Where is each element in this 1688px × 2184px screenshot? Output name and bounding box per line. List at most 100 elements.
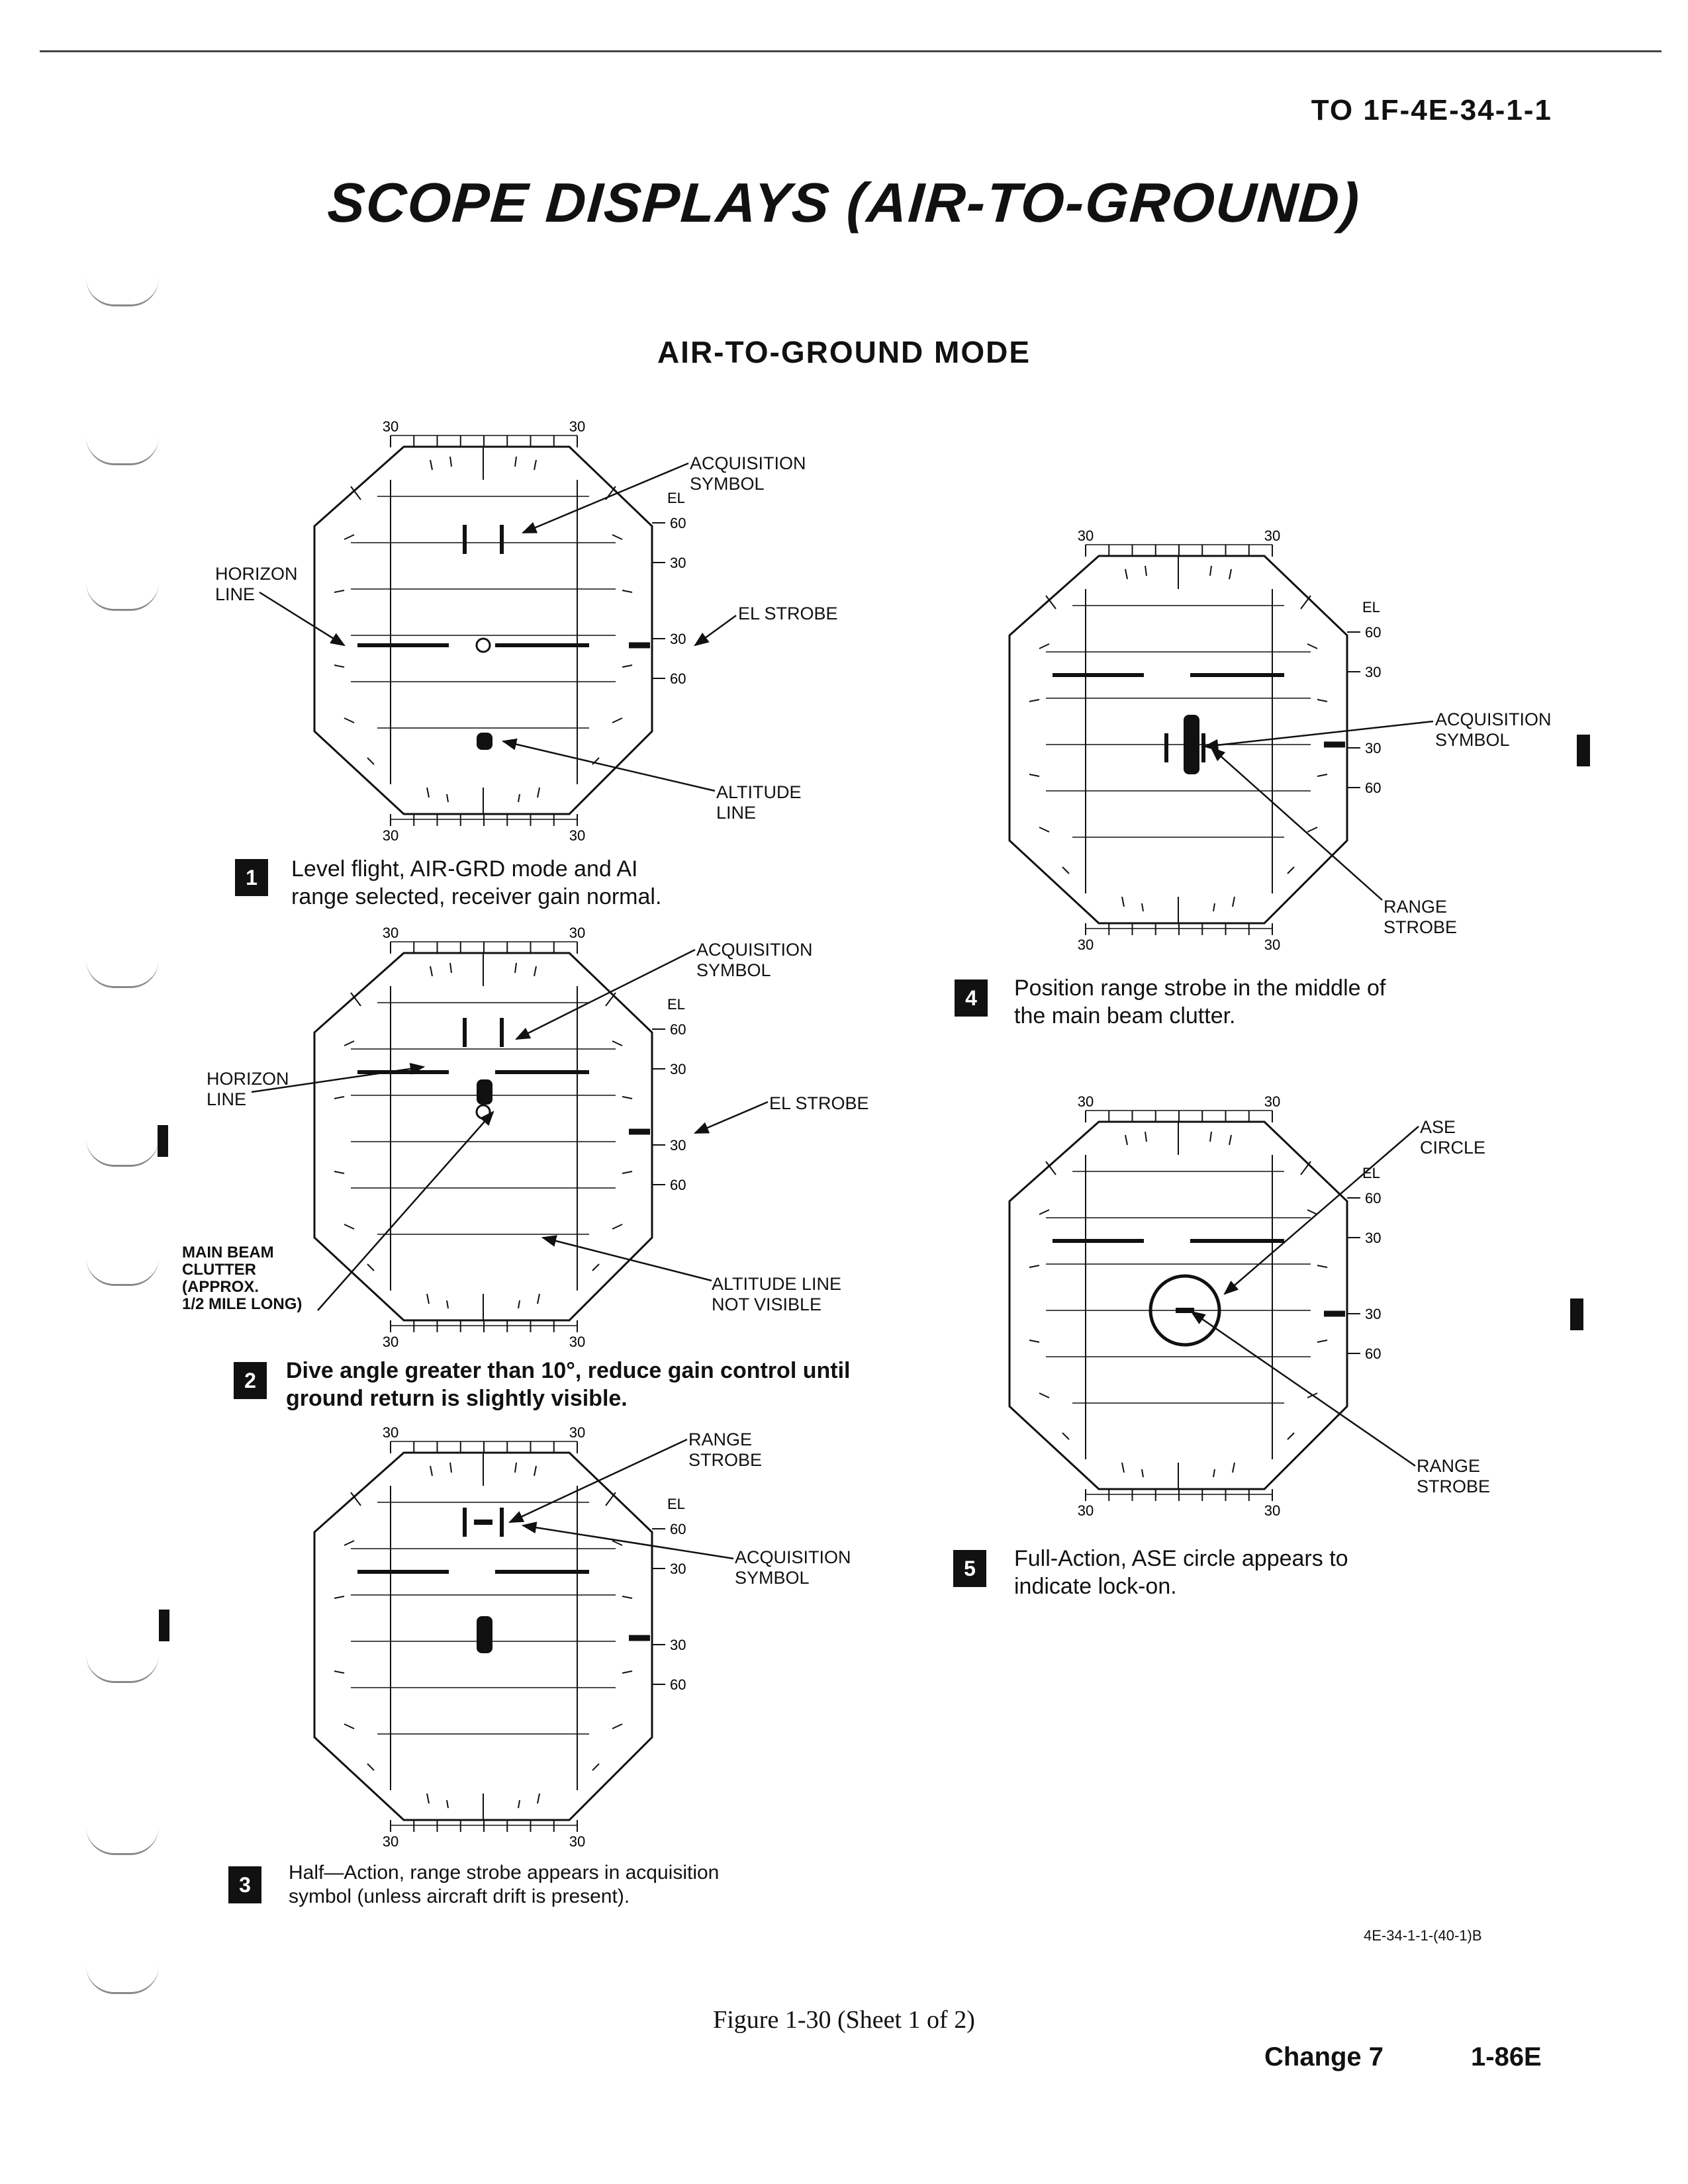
bearing-tick: [1029, 774, 1040, 777]
bearing-tick: [1317, 1265, 1328, 1268]
bearing-tick: [534, 459, 537, 471]
panel-number-badge: 2: [234, 1362, 267, 1399]
bearing-tick: [1213, 1469, 1215, 1478]
el-scale-value: 60: [670, 515, 686, 531]
margin-mark: [86, 1655, 159, 1683]
bearing-tick: [449, 456, 452, 467]
bearing-tick: [518, 1300, 520, 1309]
bearing-tick: [449, 1462, 452, 1473]
target-return: [477, 733, 492, 750]
azimuth-tick-label: 30: [1078, 1502, 1094, 1519]
scope-frame: [1008, 555, 1348, 925]
change-bar: [1577, 735, 1590, 766]
azimuth-tick-label: 30: [569, 925, 585, 941]
azimuth-tick-label: 30: [383, 418, 399, 435]
margin-mark: [86, 960, 159, 988]
el-scale-value: 60: [1365, 1190, 1381, 1206]
callout-el-strobe: EL STROBE: [738, 604, 838, 623]
bearing-tick: [622, 1171, 633, 1174]
bearing-tick: [334, 1670, 345, 1674]
bearing-tick: [1213, 903, 1215, 912]
bearing-tick: [1045, 1161, 1056, 1175]
el-scale-value: 30: [1365, 1306, 1381, 1322]
scope-frame: [313, 445, 653, 815]
bearing-tick: [1307, 643, 1318, 649]
ase-circle: [1149, 1274, 1221, 1347]
bearing-tick: [622, 1096, 633, 1099]
leader-arrow: [693, 1101, 769, 1134]
bearing-tick: [1121, 896, 1125, 907]
margin-mark: [86, 278, 159, 306]
bearing-tick: [612, 1224, 623, 1230]
bearing-tick: [605, 992, 616, 1007]
bearing-tick: [514, 1462, 517, 1473]
bearing-tick: [350, 1492, 361, 1506]
el-scale-value: 60: [1365, 1345, 1381, 1362]
bearing-tick: [592, 757, 600, 765]
bearing-tick: [446, 794, 449, 803]
bearing-tick: [344, 534, 355, 540]
azimuth-tick-label: 30: [1264, 527, 1280, 544]
bearing-tick: [1029, 699, 1040, 702]
bearing-tick: [334, 1171, 345, 1174]
target-return: [477, 1616, 492, 1653]
bearing-tick: [518, 1799, 520, 1809]
bearing-tick: [426, 1793, 430, 1804]
bearing-tick: [612, 1723, 623, 1729]
bearing-tick: [344, 1723, 355, 1729]
change-number: Change 7: [1264, 2042, 1384, 2071]
bearing-tick: [622, 590, 633, 593]
bearing-tick: [1141, 903, 1144, 912]
panel-number-badge: 3: [228, 1866, 261, 1903]
bearing-tick: [537, 787, 540, 798]
bearing-tick: [1209, 565, 1212, 576]
bearing-tick: [534, 1465, 537, 1477]
azimuth-tick-label: 30: [569, 1424, 585, 1441]
target-return: [1184, 715, 1199, 774]
bearing-tick: [514, 962, 517, 974]
el-scale-value: 60: [670, 1021, 686, 1038]
el-scale-label: EL: [667, 996, 685, 1013]
el-scale-label: EL: [667, 490, 685, 506]
bearing-tick: [1029, 1340, 1040, 1343]
bearing-tick: [1039, 827, 1050, 833]
bearing-tick: [344, 1040, 355, 1046]
bearing-tick: [518, 794, 520, 803]
bearing-tick: [622, 1670, 633, 1674]
change-bar: [159, 1610, 169, 1641]
azimuth-tick-label: 30: [383, 1334, 399, 1350]
bearing-tick: [344, 1540, 355, 1546]
el-scale-value: 60: [670, 1676, 686, 1693]
el-scale-label: EL: [1362, 599, 1380, 615]
callout-el-strobe: EL STROBE: [769, 1093, 869, 1113]
el-scale-value: 30: [670, 631, 686, 647]
panel-2-caption: Dive angle greater than 10°, reduce gain…: [286, 1358, 851, 1411]
bearing-tick: [334, 590, 345, 593]
el-scale-value: 30: [1365, 740, 1381, 756]
page-number: 1-86E: [1471, 2042, 1542, 2071]
scope-frame: [313, 952, 653, 1322]
bearing-tick: [537, 1293, 540, 1304]
azimuth-tick-label: 30: [569, 827, 585, 844]
azimuth-tick-label: 30: [1264, 1502, 1280, 1519]
el-scale-value: 30: [670, 1561, 686, 1577]
bearing-tick: [334, 1096, 345, 1099]
page-title: SCOPE DISPLAYS (AIR-TO-GROUND): [325, 171, 1363, 234]
margin-mark: [86, 582, 159, 611]
margin-mark: [86, 1827, 159, 1855]
bearing-tick: [367, 1263, 375, 1271]
bearing-tick: [430, 966, 433, 977]
azimuth-tick-label: 30: [1264, 1093, 1280, 1110]
bearing-tick: [1062, 1432, 1070, 1440]
bearing-tick: [1062, 866, 1070, 874]
bearing-tick: [1317, 1340, 1328, 1343]
